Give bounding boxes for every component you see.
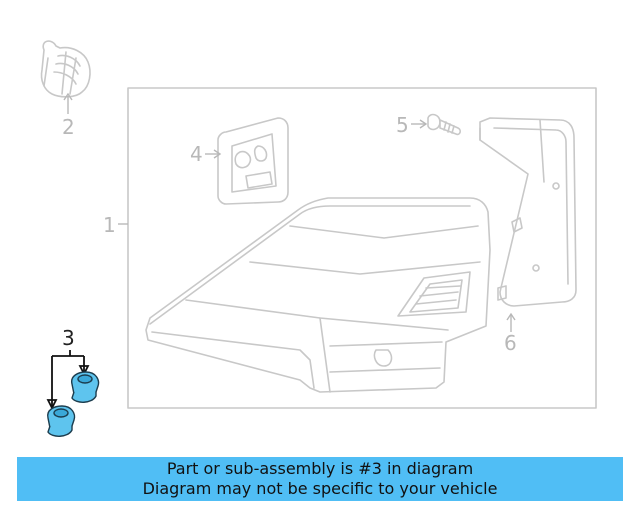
banner-line-1: Part or sub-assembly is #3 in diagram (166, 459, 474, 478)
part-3-nut-lower[interactable] (47, 405, 76, 437)
banner-line-2: Diagram may not be specific to your vehi… (142, 479, 498, 498)
callout-1: 1 (103, 213, 116, 237)
callout-3-leader (51, 350, 85, 406)
info-banner: Part or sub-assembly is #3 in diagram Di… (17, 457, 623, 501)
part-1-tail-lamp (145, 197, 491, 393)
callout-3[interactable]: 3 (62, 326, 75, 350)
assembly-frame (127, 87, 597, 409)
part-6-side-lamp (479, 117, 577, 307)
callout-5: 5 (396, 113, 409, 137)
part-5-screw (427, 113, 461, 136)
part-2-bulb-socket (40, 40, 91, 98)
callout-6: 6 (504, 331, 517, 355)
part-4-bracket (217, 117, 289, 205)
callout-4: 4 (190, 142, 203, 166)
callout-2: 2 (62, 115, 75, 139)
part-3-nut-upper[interactable] (71, 371, 100, 403)
